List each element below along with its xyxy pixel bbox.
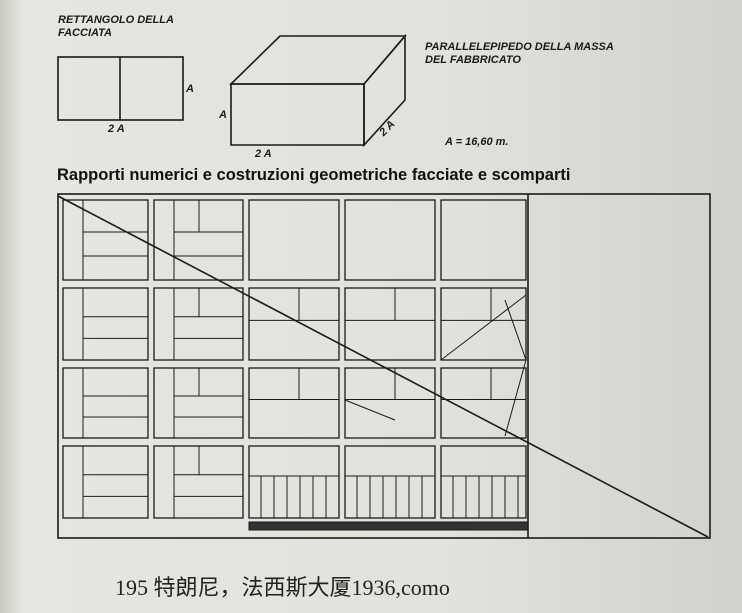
facade-bay: [62, 199, 149, 281]
construction-line: [344, 399, 396, 421]
label-mass-2: DEL FABBRICATO: [425, 54, 521, 66]
label-mass: PARALLELEPIPEDO DELLA MASSA: [425, 41, 614, 53]
facade-bay: [344, 367, 436, 439]
facade-bay: [440, 287, 527, 361]
facade-bay: [248, 287, 340, 361]
diagram-title: Rapporti numerici e costruzioni geometri…: [57, 166, 570, 184]
label-a-value: A = 16,60 m.: [444, 136, 509, 148]
facade-bay: [344, 445, 436, 519]
facade-bay: [344, 199, 436, 281]
facade-bay: [440, 367, 527, 439]
facade-elevation: [57, 193, 711, 539]
facade-bay: [248, 367, 340, 439]
construction-line: [504, 359, 527, 437]
regulating-diagonal: [57, 195, 709, 538]
label-2a-depth: 2 A: [377, 118, 398, 139]
mass-box: [229, 33, 407, 148]
facade-bay: [248, 445, 340, 519]
construction-line: [440, 294, 527, 361]
label-a-box: A: [218, 109, 227, 121]
label-facade-rect: RETTANGOLO DELLA: [58, 14, 174, 26]
facade-bay: [344, 287, 436, 361]
facade-bay: [248, 199, 340, 281]
figure-caption: 195 特朗尼，法西斯大厦1936,como: [115, 575, 450, 600]
label-a-rect: A: [185, 83, 194, 95]
label-2a-box: 2 A: [254, 148, 272, 160]
construction-line: [504, 299, 527, 361]
facade-bay: [62, 287, 149, 361]
facade-bay: [440, 199, 527, 281]
facade-rectangle: [57, 56, 184, 121]
facade-bay: [62, 367, 149, 439]
label-2a-rect: 2 A: [107, 123, 125, 135]
label-facade-rect-2: FACCIATA: [58, 27, 112, 39]
facade-bay: [440, 445, 527, 519]
facade-bay: [62, 445, 149, 519]
